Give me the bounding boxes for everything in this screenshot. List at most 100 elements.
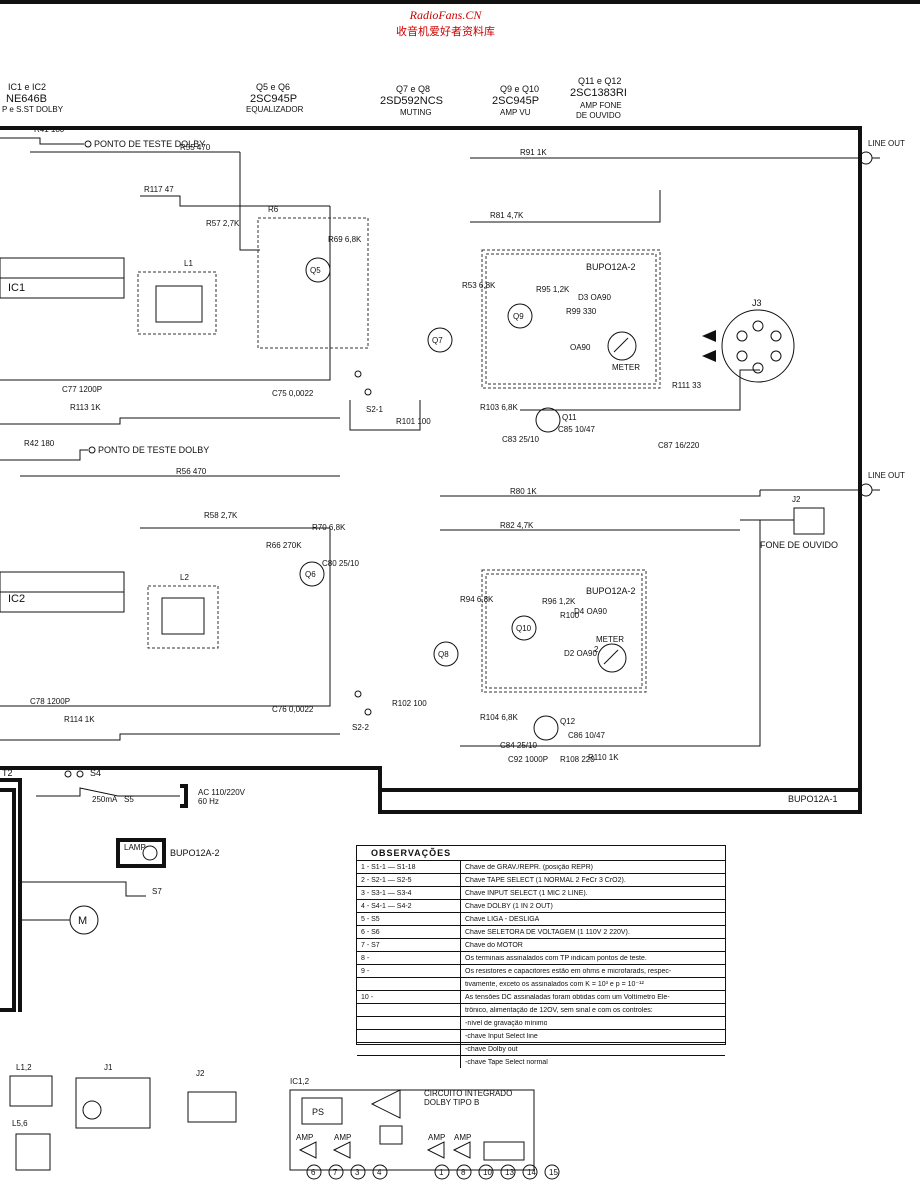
svg-text:AC 110/220V: AC 110/220V <box>198 788 246 797</box>
svg-text:AMP VU: AMP VU <box>500 108 531 117</box>
ic-pin <box>478 1164 494 1180</box>
svg-text:C77 1200P: C77 1200P <box>62 385 102 394</box>
svg-text:L5,6: L5,6 <box>12 1119 28 1128</box>
bottom-j1: J1 <box>75 1063 151 1129</box>
bottom-j2: J2 <box>187 1069 237 1123</box>
svg-text:Q8: Q8 <box>438 650 449 659</box>
svg-text:Q11 e Q12: Q11 e Q12 <box>578 76 621 86</box>
site-name: RadioFans.CN <box>409 8 482 22</box>
observacao-ref <box>357 1004 461 1016</box>
line-out-1: LINE OUT <box>850 139 905 165</box>
observacao-row: -chave Input Select line <box>357 1030 725 1043</box>
svg-text:LINE OUT: LINE OUT <box>868 471 905 480</box>
observacao-text: Chave DOLBY (1 IN 2 OUT) <box>465 902 553 910</box>
observacao-ref: 3 - S3-1 — S3-4 <box>357 887 461 899</box>
ic-pin-number: 7 <box>333 1168 338 1177</box>
observacao-text: Os terminais assinalados com TP indicam … <box>465 954 647 962</box>
svg-text:R110 1K: R110 1K <box>588 753 619 762</box>
svg-text:L2: L2 <box>180 573 189 582</box>
ic-pin <box>544 1164 560 1180</box>
svg-text:R53 6,8K: R53 6,8K <box>462 281 496 290</box>
svg-text:D3 OA90: D3 OA90 <box>578 293 611 302</box>
observacao-ref: 6 - S6 <box>357 926 461 938</box>
svg-text:R41 180: R41 180 <box>34 125 65 134</box>
svg-text:60 Hz: 60 Hz <box>198 797 219 806</box>
lower-channel-wiring: R56 470 R58 2,7K R80 1K R82 4,7K C78 120… <box>0 467 761 764</box>
svg-text:R94 6,8K: R94 6,8K <box>460 595 494 604</box>
observacao-ref: 9 - <box>357 965 461 977</box>
observacao-row: 10 -As tensões DC assinaladas foram obti… <box>357 991 725 1004</box>
svg-text:R70 6,8K: R70 6,8K <box>312 523 346 532</box>
observacao-row: trônico, alimentação de 12OV, sem sinal … <box>357 1004 725 1017</box>
svg-text:R81 4,7K: R81 4,7K <box>490 211 524 220</box>
observacao-row: -chave Dolby out <box>357 1043 725 1056</box>
line-out-2: LINE OUT <box>760 471 905 497</box>
q6-area: Q6 R66 270K R70 6,8K C80 25/10 <box>266 523 359 587</box>
svg-text:R66 270K: R66 270K <box>266 541 302 550</box>
j3-connector: J3 <box>702 298 795 383</box>
observacao-text: Chave de GRAV./REPR. (posição REPR) <box>465 863 593 871</box>
main-board-border <box>0 126 862 792</box>
ic-pin <box>434 1164 450 1180</box>
l1-coil: L1 <box>137 259 217 335</box>
bottom-ic12: IC1,2 CIRCUITO INTEGRADO DOLBY TIPO B PS… <box>289 1077 535 1171</box>
svg-text:C86 10/47: C86 10/47 <box>568 731 605 740</box>
s2-1-switch: S2-1 <box>354 370 383 414</box>
svg-text:Q5 e Q6: Q5 e Q6 <box>256 82 290 92</box>
svg-text:T2: T2 <box>2 768 13 778</box>
svg-text:Q7 e Q8: Q7 e Q8 <box>396 84 430 94</box>
svg-text:FONE DE OUVIDO: FONE DE OUVIDO <box>760 540 838 550</box>
observacao-text: As tensões DC assinaladas foram obtidas … <box>465 993 670 1001</box>
ic2: IC2 <box>0 571 125 613</box>
svg-text:R58 2,7K: R58 2,7K <box>204 511 238 520</box>
svg-text:2SC945P: 2SC945P <box>492 95 539 107</box>
svg-text:C76 0,0022: C76 0,0022 <box>272 705 314 714</box>
svg-text:C85 10/47: C85 10/47 <box>558 425 595 434</box>
svg-text:PONTO DE TESTE DOLBY: PONTO DE TESTE DOLBY <box>98 445 209 455</box>
header-q5-q6: Q5 e Q6 2SC945P EQUALIZADOR <box>246 82 304 114</box>
svg-text:R42 180: R42 180 <box>24 439 55 448</box>
svg-text:AMP FONE: AMP FONE <box>580 101 622 110</box>
q11: Q11 <box>535 407 577 433</box>
svg-text:DE OUVIDO: DE OUVIDO <box>576 111 621 120</box>
observacao-row: 9 -Os resistores e capacitores estão em … <box>357 965 725 978</box>
observacao-ref <box>357 978 461 990</box>
svg-text:D2 OA90: D2 OA90 <box>564 649 597 658</box>
observacao-text: Chave SELETORA DE VOLTAGEM (1 110V 2 220… <box>465 928 630 936</box>
ic-pin-number: 10 <box>483 1168 492 1177</box>
observacao-text: -nível de gravação mínimo <box>465 1019 548 1027</box>
ic-pin <box>328 1164 344 1180</box>
svg-text:J2: J2 <box>196 1069 205 1078</box>
svg-text:R104 6,8K: R104 6,8K <box>480 713 518 722</box>
observacao-ref <box>357 1043 461 1055</box>
svg-text:BUPO12A-2: BUPO12A-2 <box>586 262 636 272</box>
svg-text:L1,2: L1,2 <box>16 1063 32 1072</box>
svg-text:Q12: Q12 <box>560 717 576 726</box>
ic-pin <box>500 1164 516 1180</box>
svg-text:L1: L1 <box>184 259 193 268</box>
svg-text:R114 1K: R114 1K <box>64 715 95 724</box>
ic-pin <box>306 1164 322 1180</box>
svg-text:P e S.ST DOLBY: P e S.ST DOLBY <box>2 105 64 114</box>
observacao-ref <box>357 1030 461 1042</box>
svg-text:2SC945P: 2SC945P <box>250 93 297 105</box>
ic-pin <box>350 1164 366 1180</box>
svg-text:Q9: Q9 <box>513 312 524 321</box>
ic1: IC1 <box>0 257 125 299</box>
svg-text:R57 2,7K: R57 2,7K <box>206 219 240 228</box>
ic-pin-number: 15 <box>549 1168 558 1177</box>
svg-text:BUPO12A-2: BUPO12A-2 <box>586 586 636 596</box>
svg-text:250mA: 250mA <box>92 795 118 804</box>
svg-text:R100: R100 <box>560 611 580 620</box>
svg-text:S2-1: S2-1 <box>366 405 383 414</box>
ic-pin-number: 4 <box>377 1168 382 1177</box>
svg-text:DOLBY TIPO B: DOLBY TIPO B <box>424 1098 479 1107</box>
ic-pin <box>372 1164 388 1180</box>
observacao-row: tivamente, exceto os assinalados com K =… <box>357 978 725 991</box>
observacoes-title: OBSERVAÇÕES <box>357 846 725 861</box>
